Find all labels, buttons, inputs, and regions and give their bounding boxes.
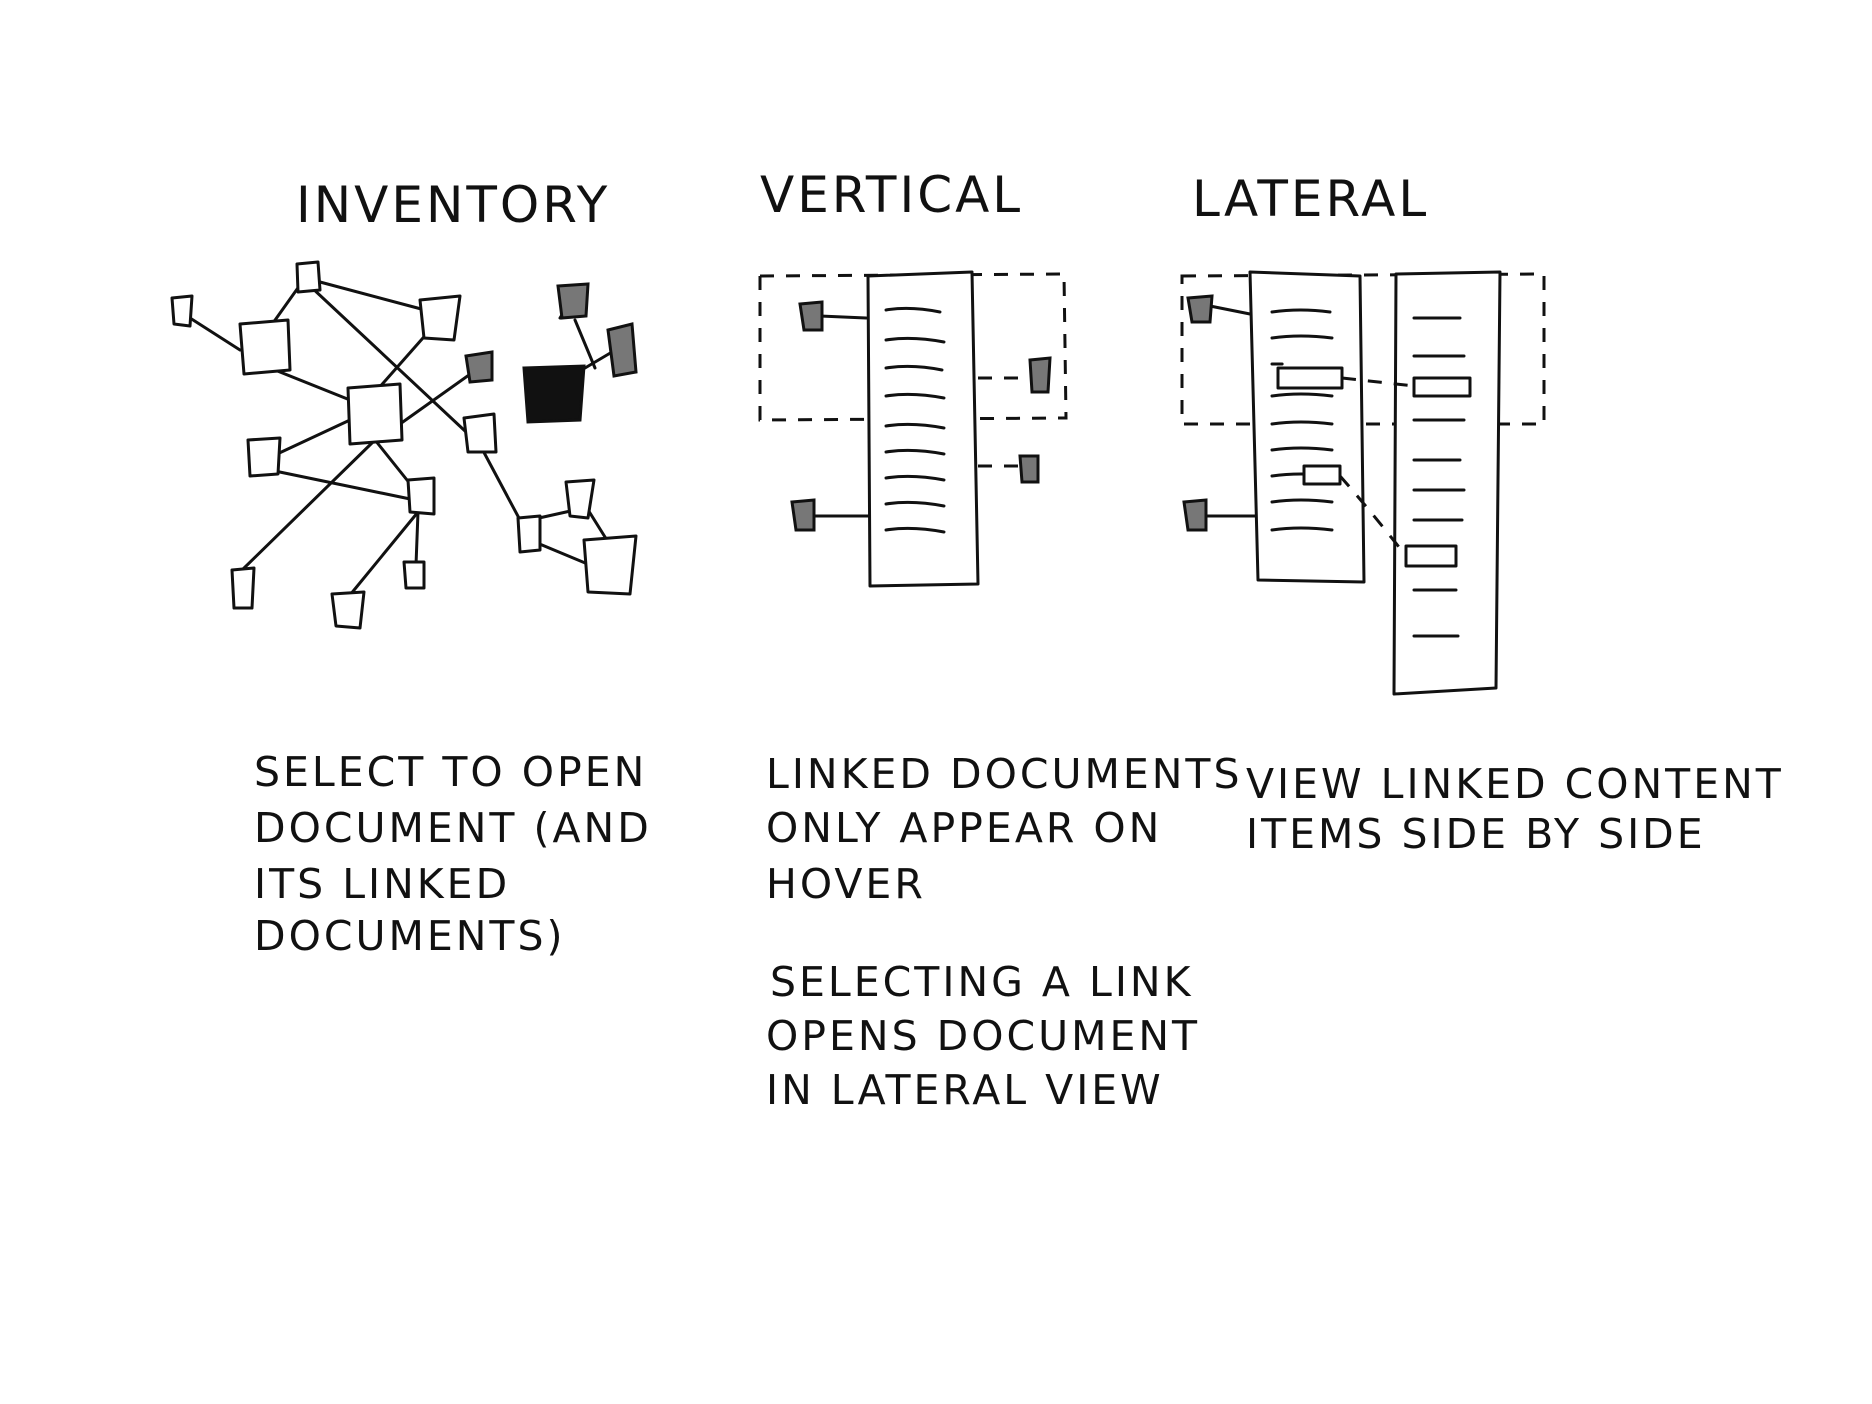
inventory-panel: INVENTORY	[170, 176, 652, 960]
inventory-edges	[188, 280, 614, 597]
selected-document-node	[522, 364, 586, 424]
edge	[238, 438, 377, 574]
linked-text-lines	[1412, 316, 1466, 638]
edge	[318, 280, 427, 312]
edge	[478, 443, 522, 522]
caption-line: ONLY APPEAR ON	[766, 804, 1162, 852]
document-node	[346, 382, 404, 446]
link-connector	[1338, 475, 1408, 557]
inventory-graph	[170, 260, 638, 630]
text-line	[1270, 420, 1334, 426]
document-node	[582, 534, 638, 596]
text-line	[1270, 446, 1334, 452]
vertical-title: VERTICAL	[760, 166, 1023, 224]
caption-line: ITS LINKED	[254, 860, 510, 908]
document-node	[564, 478, 596, 520]
edge	[398, 368, 478, 426]
text-line	[884, 500, 946, 508]
document-node	[402, 560, 426, 590]
link-connector	[1341, 376, 1415, 388]
link-line	[818, 314, 868, 320]
edge	[414, 510, 420, 567]
inventory-caption: SELECT TO OPEN DOCUMENT (AND ITS LINKED …	[254, 748, 652, 960]
document-node	[330, 590, 366, 630]
text-line	[884, 448, 946, 456]
vertical-caption: LINKED DOCUMENTS ONLY APPEAR ON HOVER	[766, 750, 1243, 908]
caption-line: HOVER	[766, 860, 926, 908]
link-highlight	[1302, 464, 1342, 486]
linked-document-node	[798, 300, 824, 332]
document-node	[170, 294, 194, 328]
caption-line: OPENS DOCUMENT	[766, 1012, 1200, 1060]
text-line	[884, 364, 944, 372]
linked-document-node	[1182, 498, 1208, 532]
document-node	[406, 476, 436, 516]
document-text-lines	[884, 306, 946, 534]
linked-document-node	[1186, 294, 1214, 324]
document-node	[295, 260, 322, 294]
hover-region	[758, 272, 1068, 422]
document-node	[418, 294, 462, 342]
caption-line: SELECTING A LINK	[770, 958, 1194, 1006]
document-node	[516, 514, 542, 554]
edge	[188, 316, 242, 352]
text-line	[884, 422, 946, 430]
text-line	[884, 392, 946, 400]
linked-document-node	[556, 282, 590, 320]
vertical-panel: VERTICAL	[758, 166, 1243, 1114]
edge	[308, 284, 482, 447]
linked-document-node	[606, 322, 638, 378]
document-node	[462, 412, 498, 454]
edge	[273, 418, 352, 457]
linked-content-document	[1392, 270, 1502, 696]
edge	[348, 510, 420, 597]
text-line	[884, 526, 946, 534]
lateral-panel: LATERAL	[1180, 170, 1784, 858]
text-line	[1270, 392, 1334, 398]
text-line	[884, 474, 946, 482]
text-line	[884, 306, 942, 314]
caption-line: IN LATERAL VIEW	[766, 1066, 1164, 1114]
lateral-title: LATERAL	[1192, 170, 1429, 228]
vertical-diagram	[758, 270, 1068, 588]
linked-document-node	[790, 498, 816, 532]
document-node	[246, 436, 282, 478]
text-line	[884, 336, 946, 344]
vertical-caption-2: SELECTING A LINK OPENS DOCUMENT IN LATER…	[766, 958, 1200, 1114]
caption-line: DOCUMENTS)	[254, 912, 566, 960]
linked-document-node	[1028, 356, 1052, 394]
caption-line: LINKED DOCUMENTS	[766, 750, 1243, 798]
text-line	[1270, 498, 1334, 504]
text-line	[1270, 334, 1334, 340]
caption-line: SELECT TO OPEN	[254, 748, 647, 796]
caption-line: VIEW LINKED CONTENT	[1246, 760, 1784, 808]
lateral-caption: VIEW LINKED CONTENT ITEMS SIDE BY SIDE	[1246, 760, 1784, 858]
linked-document-node	[1018, 454, 1040, 484]
link-highlight	[1276, 366, 1344, 390]
link-line	[1208, 304, 1252, 316]
document-node	[238, 318, 292, 376]
caption-line: DOCUMENT (AND	[254, 804, 652, 852]
inventory-title: INVENTORY	[296, 176, 610, 234]
lateral-diagram	[1180, 270, 1546, 696]
main-document	[866, 270, 980, 588]
edge	[583, 350, 614, 370]
link-target-highlight	[1404, 544, 1458, 568]
caption-line: ITEMS SIDE BY SIDE	[1246, 810, 1706, 858]
edge	[268, 366, 352, 402]
link-target-highlight	[1412, 376, 1472, 398]
document-node	[230, 566, 256, 610]
linked-document-node	[464, 350, 494, 384]
edge	[268, 468, 417, 502]
edge	[573, 318, 597, 370]
text-line	[1270, 308, 1332, 314]
source-document	[1248, 270, 1366, 584]
text-line	[1270, 526, 1334, 532]
